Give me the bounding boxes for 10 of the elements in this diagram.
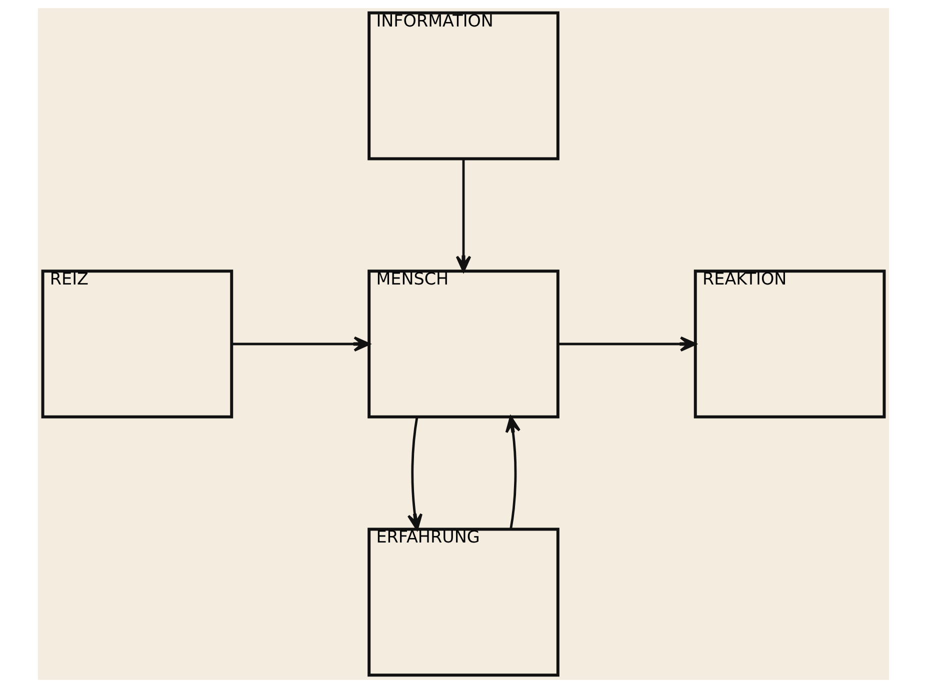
arrow — [455, 158, 471, 272]
arrow — [558, 336, 696, 352]
arrow — [504, 416, 520, 530]
arrow — [406, 416, 422, 530]
node-box: REAKTION — [693, 270, 886, 418]
node-box: REIZ — [40, 270, 233, 418]
node-box: INFORMATION — [367, 11, 559, 160]
node-box: ERFAHRUNG — [367, 528, 559, 677]
arrow — [231, 336, 370, 352]
node-box: MENSCH — [367, 270, 559, 418]
